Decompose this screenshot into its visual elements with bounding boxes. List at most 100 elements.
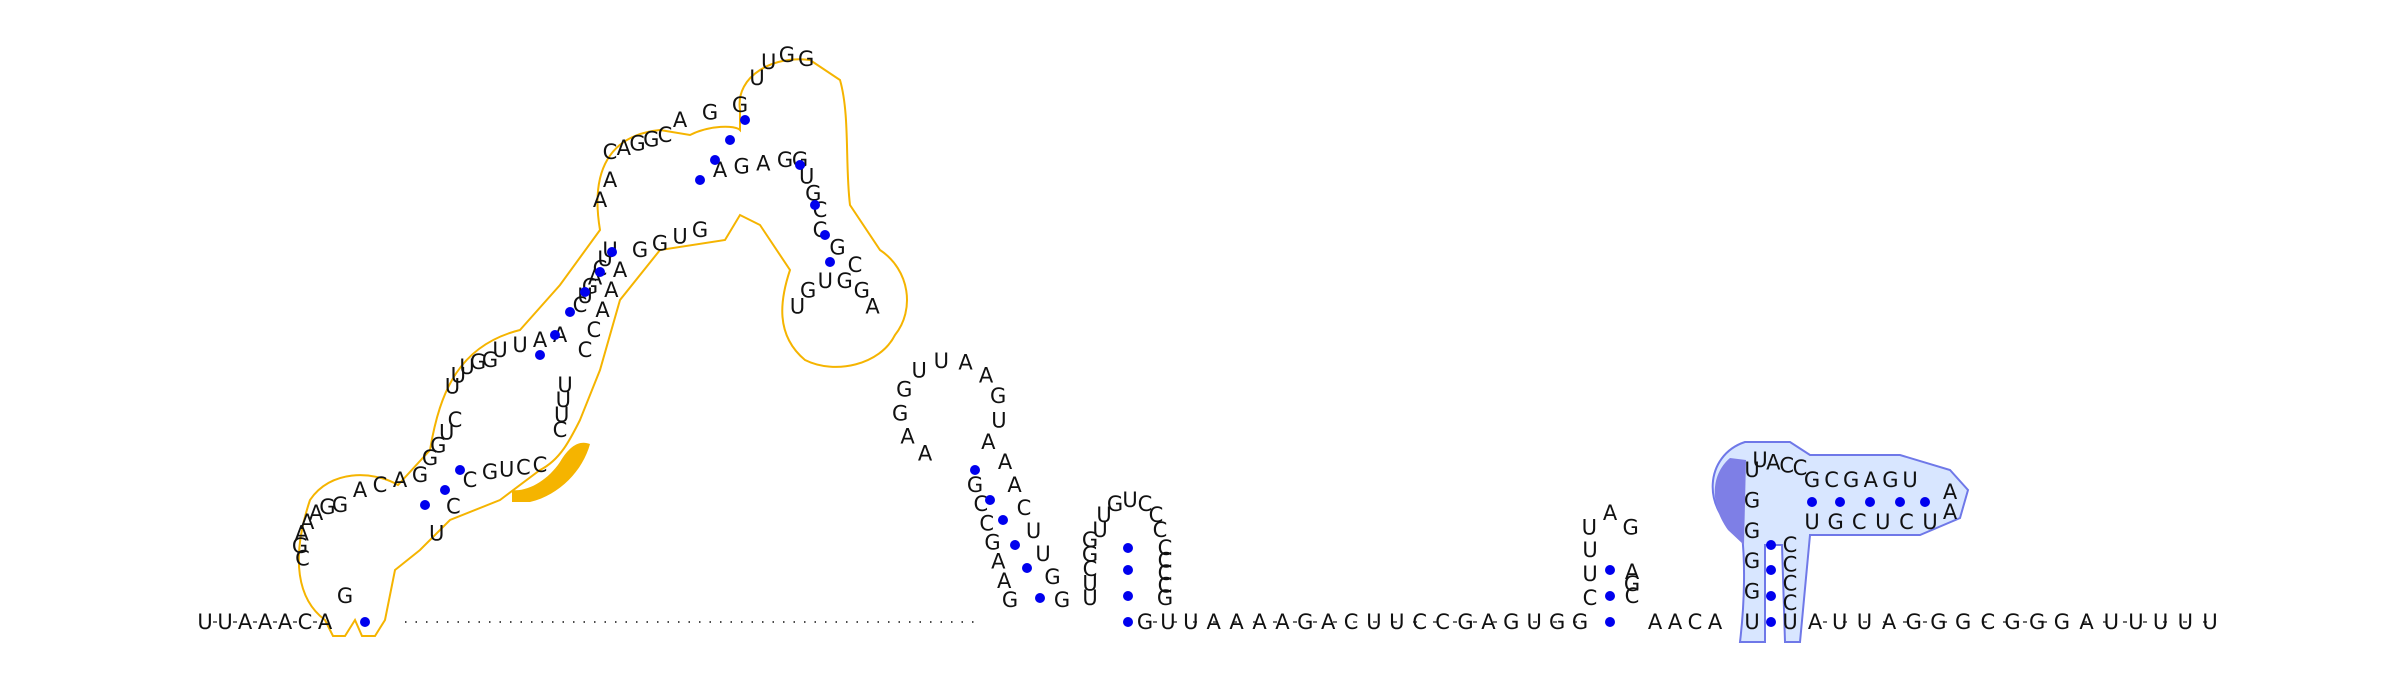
base-pair-dot: [1010, 540, 1020, 550]
hairpin5-stem3-base: C: [1783, 572, 1798, 596]
base-pair-dot: [970, 465, 980, 475]
hairpin5-stem2-5prime-base: A: [1864, 468, 1879, 492]
hairpin1-3prime-base: G: [652, 231, 668, 255]
hairpin1-5prime-base: U: [749, 66, 764, 90]
linker-base: A: [1481, 610, 1496, 634]
tail-base: U: [1832, 610, 1847, 634]
base-pair-dot: [1865, 497, 1875, 507]
linker-base: C: [1435, 610, 1450, 634]
linker2-base: C: [1688, 610, 1703, 634]
orange-highlight-segment: [512, 442, 590, 502]
hairpin4-loop-base: A: [1603, 501, 1618, 525]
highlight-regions: [297, 58, 1970, 643]
backbone-5prime-base: A: [258, 610, 273, 634]
hairpin1-5prime-base: G: [643, 127, 659, 151]
hairpin5-stem3-base: C: [1783, 552, 1798, 576]
hairpin1-5prime-base: A: [553, 323, 568, 347]
hairpin1-loop-base: G: [800, 278, 816, 302]
hairpin2-loop-base: A: [900, 425, 915, 449]
hairpin1-5prime-base: G: [482, 348, 498, 372]
linker-base: G: [1457, 610, 1473, 634]
hairpin1-5prime-base: G: [337, 584, 353, 608]
hairpin1-3prime-base: G: [692, 218, 708, 242]
tail-base: G: [1930, 610, 1946, 634]
linker-base: G: [1572, 610, 1588, 634]
hairpin3-loop-base: C: [1149, 503, 1164, 527]
hairpin5-loop5-base: C: [1793, 456, 1808, 480]
base-pair-dot: [998, 515, 1008, 525]
hairpin5-stem2-3prime-base: C: [1899, 510, 1914, 534]
hairpin1-3prime-base: U: [556, 388, 571, 412]
hairpin2-loop-base: G: [896, 378, 912, 402]
base-pair-dot: [740, 115, 750, 125]
hairpin5-stem5-base: G: [1744, 549, 1760, 573]
hairpin1-5prime-base: A: [309, 501, 324, 525]
base-pair-dot: [985, 495, 995, 505]
backbone-5prime-base: C: [298, 610, 313, 634]
nucleotides-layer: UUAAACAGCGAAAGGACAGGGUCUUUGGUUAACUGACUUA…: [197, 43, 2217, 634]
hairpin1-5prime-base: G: [779, 43, 795, 67]
hairpin2-loop-base: A: [918, 441, 933, 465]
hairpin5-stem2-3prime-base: U: [1804, 510, 1819, 534]
base-pair-dot: [695, 175, 705, 185]
base-pair-dot: [1766, 565, 1776, 575]
linker-base: U: [1183, 610, 1198, 634]
tail-base: C: [1980, 610, 1995, 634]
hairpin1-3prime-base: C: [553, 418, 568, 442]
hairpin1-3prime-base: C: [586, 318, 601, 342]
hairpin1-loop-base: U: [818, 269, 833, 293]
base-pair-dot: [1123, 617, 1133, 627]
hairpin1-3prime-base: C: [463, 468, 478, 492]
hairpin1-5prime-base: A: [593, 188, 608, 212]
hairpin4-stem5-base: U: [1582, 562, 1597, 586]
linker-base: A: [1275, 610, 1290, 634]
hairpin1-5prime-base: U: [512, 333, 527, 357]
linker-base: G: [1549, 610, 1565, 634]
hairpin1-5prime-base: U: [439, 421, 454, 445]
hairpin1-5prime-base: C: [603, 140, 618, 164]
backbone-5prime-base: U: [217, 610, 232, 634]
base-pair-dot: [1035, 593, 1045, 603]
hairpin4-loop-base: G: [1623, 516, 1639, 540]
hairpin1-loop-base: G: [837, 269, 853, 293]
base-pair-dot: [1123, 591, 1133, 601]
base-pair-dot: [360, 617, 370, 627]
base-pair-dot: [825, 257, 835, 267]
hairpin1-3prime-base: A: [604, 278, 619, 302]
base-pair-dot: [1835, 497, 1845, 507]
hairpin3-stem5-base: G: [1082, 543, 1098, 567]
hairpin1-3prime-base: G: [777, 148, 793, 172]
hairpin2-loop-base: U: [934, 349, 949, 373]
hairpin1-3prime-base: G: [734, 155, 750, 179]
linker-base: C: [1412, 610, 1427, 634]
hairpin1-5prime-base: G: [430, 433, 446, 457]
tail-base: G: [1906, 610, 1922, 634]
hairpin1-5prime-base: A: [617, 136, 632, 160]
base-pair-dot: [1895, 497, 1905, 507]
tail-base: U: [2153, 610, 2168, 634]
hairpin1-5prime-base: A: [353, 478, 368, 502]
hairpin1-loop-base: A: [865, 294, 880, 318]
hairpin1-5prime-base: G: [629, 132, 645, 156]
hairpin2-stem3-base: A: [1007, 473, 1022, 497]
tail-base: U: [2128, 610, 2143, 634]
hairpin1-3prime-base: G: [482, 460, 498, 484]
linker-base: C: [1344, 610, 1359, 634]
base-pair-dot: [580, 287, 590, 297]
hairpin3-loop-base: U: [1122, 488, 1137, 512]
hairpin4-stem3-base: C: [1625, 584, 1640, 608]
hairpin1-loop-base: G: [854, 278, 870, 302]
tail-base: G: [2054, 610, 2070, 634]
hairpin5-loop2-base: A: [1943, 480, 1958, 504]
hairpin1-5prime-base: A: [673, 108, 688, 132]
hairpin1-3prime-base: G: [805, 181, 821, 205]
hairpin2-loop-base: G: [892, 402, 908, 426]
base-pair-dot: [1605, 617, 1615, 627]
hairpin1-3prime-base: U: [499, 458, 514, 482]
tail-base: U: [2104, 610, 2119, 634]
blue-strong-segment: [1714, 458, 1746, 545]
hairpin2-stem3-base: G: [1054, 588, 1070, 612]
hairpin1-3prime-base: G: [632, 238, 648, 262]
hairpin3-stem5-base: G: [1082, 528, 1098, 552]
hairpin2-stem3-base: G: [1044, 565, 1060, 589]
